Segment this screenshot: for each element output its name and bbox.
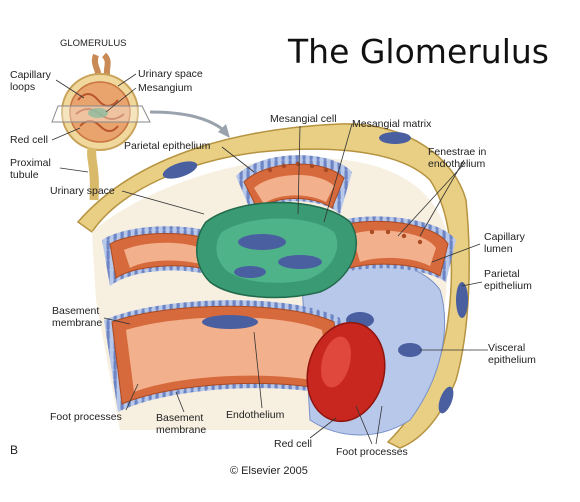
label-endothelium: Endothelium — [226, 409, 285, 421]
zoom-arrow — [149, 110, 227, 134]
main-section — [76, 123, 470, 449]
inset-glomerulus — [51, 52, 151, 201]
parietal-nucleus — [379, 132, 411, 144]
label-foot-processes-left: Foot processes — [50, 411, 122, 423]
copyright-text: © Elsevier 2005 — [230, 465, 308, 477]
red-cell-highlight — [321, 336, 351, 388]
parietal-nucleus — [456, 282, 468, 318]
capillary-lumen-left — [124, 242, 208, 268]
label-foot-processes-right: Foot processes — [336, 446, 408, 458]
inset-capillary-loop — [77, 93, 119, 107]
leader-line — [117, 73, 137, 87]
mesangial-cell-nucleus — [278, 255, 322, 269]
inset-mesangium — [88, 108, 108, 118]
label-capillary-loops: Capillary loops — [10, 69, 51, 93]
endothelial-nucleus — [202, 315, 258, 329]
leader-line — [55, 79, 85, 99]
label-mesangium: Mesangium — [138, 82, 193, 94]
label-inset-red-cell: Red cell — [10, 134, 48, 146]
label-visceral-epithelium: Visceral epithelium — [488, 342, 536, 366]
mesangial-cell-nucleus — [238, 234, 286, 250]
zoom-arrow-head — [218, 124, 230, 138]
inset-heading: GLOMERULUS — [60, 38, 127, 49]
leader-line — [105, 87, 137, 113]
label-red-cell: Red cell — [274, 438, 312, 450]
inset-section-plane — [51, 105, 151, 123]
label-parietal-epithelium-right: Parietal epithelium — [484, 268, 532, 292]
label-proximal-tubule: Proximal tubule — [10, 157, 51, 181]
leader-line — [51, 127, 81, 141]
panel-letter: B — [10, 443, 19, 457]
leader-line — [59, 167, 89, 173]
label-basement-membrane-bottom: Basement membrane — [156, 412, 207, 436]
leader-lines — [103, 123, 488, 445]
label-fenestrae: Fenestrae in endothelium — [428, 146, 487, 170]
capillary-lumen-right — [352, 230, 436, 266]
label-urinary-space: Urinary space — [50, 185, 115, 197]
fenestrae-dots — [267, 161, 423, 245]
capillary-lumen-bottom — [126, 317, 330, 392]
label-parietal-epithelium-top: Parietal epithelium — [124, 140, 211, 152]
capillary-lumen-top — [254, 174, 334, 204]
podocyte-nucleus — [398, 343, 422, 357]
inset-proximal-tubule — [87, 147, 99, 201]
mesangial-cell-nucleus — [234, 266, 266, 278]
label-mesangial-matrix: Mesangial matrix — [352, 118, 432, 130]
parietal-nucleus — [438, 386, 454, 414]
label-basement-membrane-left: Basement membrane — [52, 305, 103, 329]
page-title: The Glomerulus — [288, 32, 550, 71]
parietal-nucleus — [162, 161, 198, 179]
label-mesangial-cell: Mesangial cell — [270, 113, 337, 125]
parietal-epithelium-band — [76, 123, 470, 449]
label-inset-urinary-space: Urinary space — [138, 68, 203, 80]
label-capillary-lumen: Capillary lumen — [484, 231, 525, 255]
